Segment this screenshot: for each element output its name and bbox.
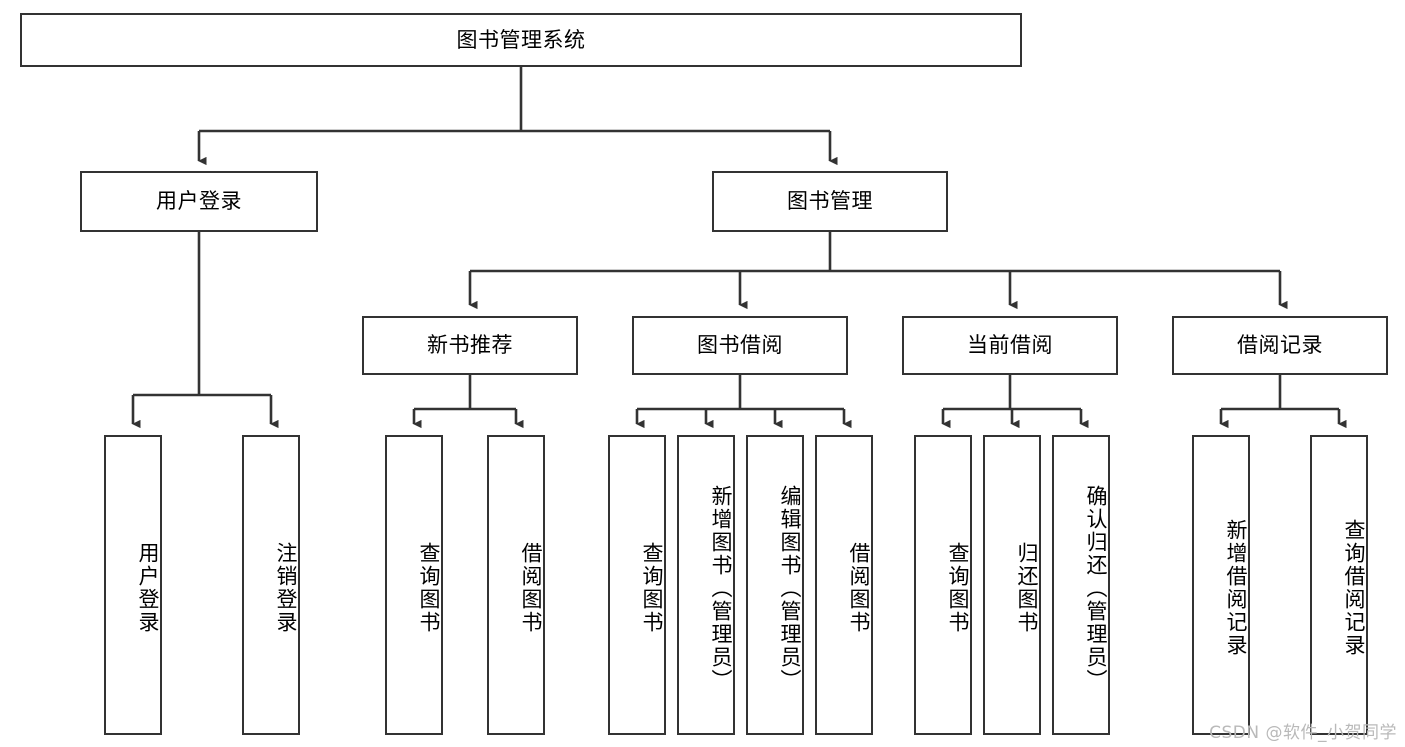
- node-leaf-add-book-admin[interactable]: 新增图书（管理员）: [677, 435, 735, 735]
- node-root-label: 图书管理系统: [456, 27, 586, 52]
- node-leaf-query-borrow-record-label: 查询借阅记录: [1342, 519, 1366, 657]
- node-leaf-edit-book-admin-label: 编辑图书（管理员）: [778, 484, 802, 692]
- node-leaf-query-book-borrow[interactable]: 查询图书: [608, 435, 666, 735]
- node-leaf-query-book-borrow-label: 查询图书: [640, 542, 664, 634]
- node-book-borrow[interactable]: 图书借阅: [632, 316, 848, 375]
- node-leaf-query-borrow-record[interactable]: 查询借阅记录: [1310, 435, 1368, 735]
- node-leaf-add-borrow-record[interactable]: 新增借阅记录: [1192, 435, 1250, 735]
- node-leaf-add-borrow-record-label: 新增借阅记录: [1224, 519, 1248, 657]
- node-leaf-return-book[interactable]: 归还图书: [983, 435, 1041, 735]
- node-user-login-label: 用户登录: [156, 189, 242, 214]
- node-leaf-logout-label: 注销登录: [274, 542, 298, 634]
- node-leaf-borrow-book-recommend-label: 借阅图书: [519, 542, 543, 634]
- node-borrow-record-label: 借阅记录: [1237, 333, 1323, 358]
- node-borrow-record[interactable]: 借阅记录: [1172, 316, 1388, 375]
- node-user-login[interactable]: 用户登录: [80, 171, 318, 232]
- node-leaf-borrow-book-label: 借阅图书: [847, 542, 871, 634]
- node-leaf-user-login-label: 用户登录: [136, 542, 160, 634]
- node-new-book-recommend-label: 新书推荐: [427, 333, 513, 358]
- watermark-text: CSDN @软件_小贺同学: [1209, 723, 1397, 743]
- node-leaf-add-book-admin-label: 新增图书（管理员）: [709, 484, 733, 692]
- node-new-book-recommend[interactable]: 新书推荐: [362, 316, 578, 375]
- node-leaf-confirm-return-admin[interactable]: 确认归还（管理员）: [1052, 435, 1110, 735]
- node-current-borrow[interactable]: 当前借阅: [902, 316, 1118, 375]
- node-leaf-user-login[interactable]: 用户登录: [104, 435, 162, 735]
- node-leaf-edit-book-admin[interactable]: 编辑图书（管理员）: [746, 435, 804, 735]
- node-leaf-logout[interactable]: 注销登录: [242, 435, 300, 735]
- node-book-borrow-label: 图书借阅: [697, 333, 783, 358]
- node-root[interactable]: 图书管理系统: [20, 13, 1022, 67]
- node-current-borrow-label: 当前借阅: [967, 333, 1053, 358]
- node-leaf-query-book-recommend[interactable]: 查询图书: [385, 435, 443, 735]
- node-leaf-borrow-book[interactable]: 借阅图书: [815, 435, 873, 735]
- node-leaf-borrow-book-recommend[interactable]: 借阅图书: [487, 435, 545, 735]
- node-book-management[interactable]: 图书管理: [712, 171, 948, 232]
- node-leaf-confirm-return-admin-label: 确认归还（管理员）: [1084, 484, 1108, 692]
- node-leaf-query-book-current-label: 查询图书: [946, 542, 970, 634]
- node-leaf-query-book-recommend-label: 查询图书: [417, 542, 441, 634]
- node-book-management-label: 图书管理: [787, 189, 873, 214]
- node-leaf-return-book-label: 归还图书: [1015, 542, 1039, 634]
- node-leaf-query-book-current[interactable]: 查询图书: [914, 435, 972, 735]
